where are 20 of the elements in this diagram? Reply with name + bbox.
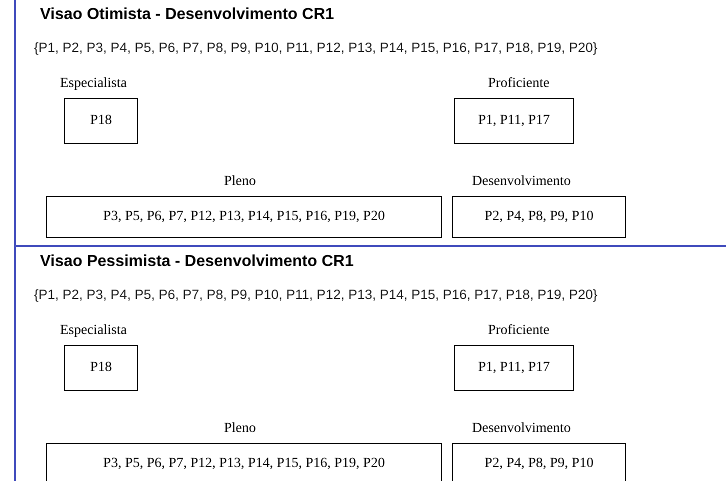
member-box: P2, P4, P8, P9, P10 (452, 196, 626, 238)
set-text: {P1, P2, P3, P4, P5, P6, P7, P8, P9, P10, P11, P12, P13, P14, P15, P16, P17, P18, P19, P20} (34, 40, 598, 55)
category-heading: Proficiente (488, 323, 550, 339)
member-box: P3, P5, P6, P7, P12, P13, P14, P15, P16, P19, P20 (46, 196, 442, 238)
member-box: P18 (64, 345, 138, 391)
category-heading: Pleno (224, 421, 256, 437)
category-heading: Pleno (224, 174, 256, 190)
category-heading: Especialista (60, 76, 127, 92)
category-heading: Proficiente (488, 76, 550, 92)
member-box: P1, P11, P17 (454, 98, 574, 144)
panel-title: Visao Pessimista - Desenvolvimento CR1 (40, 253, 354, 271)
category-heading: Desenvolvimento (472, 174, 571, 190)
category-heading: Especialista (60, 323, 127, 339)
category-heading: Desenvolvimento (472, 421, 571, 437)
set-text: {P1, P2, P3, P4, P5, P6, P7, P8, P9, P10, P11, P12, P13, P14, P15, P16, P17, P18, P19, P20} (34, 287, 598, 302)
panel-title: Visao Otimista - Desenvolvimento CR1 (40, 6, 334, 24)
member-box: P3, P5, P6, P7, P12, P13, P14, P15, P16, P19, P20 (46, 443, 442, 481)
member-box: P1, P11, P17 (454, 345, 574, 391)
member-box: P2, P4, P8, P9, P10 (452, 443, 626, 481)
member-box: P18 (64, 98, 138, 144)
